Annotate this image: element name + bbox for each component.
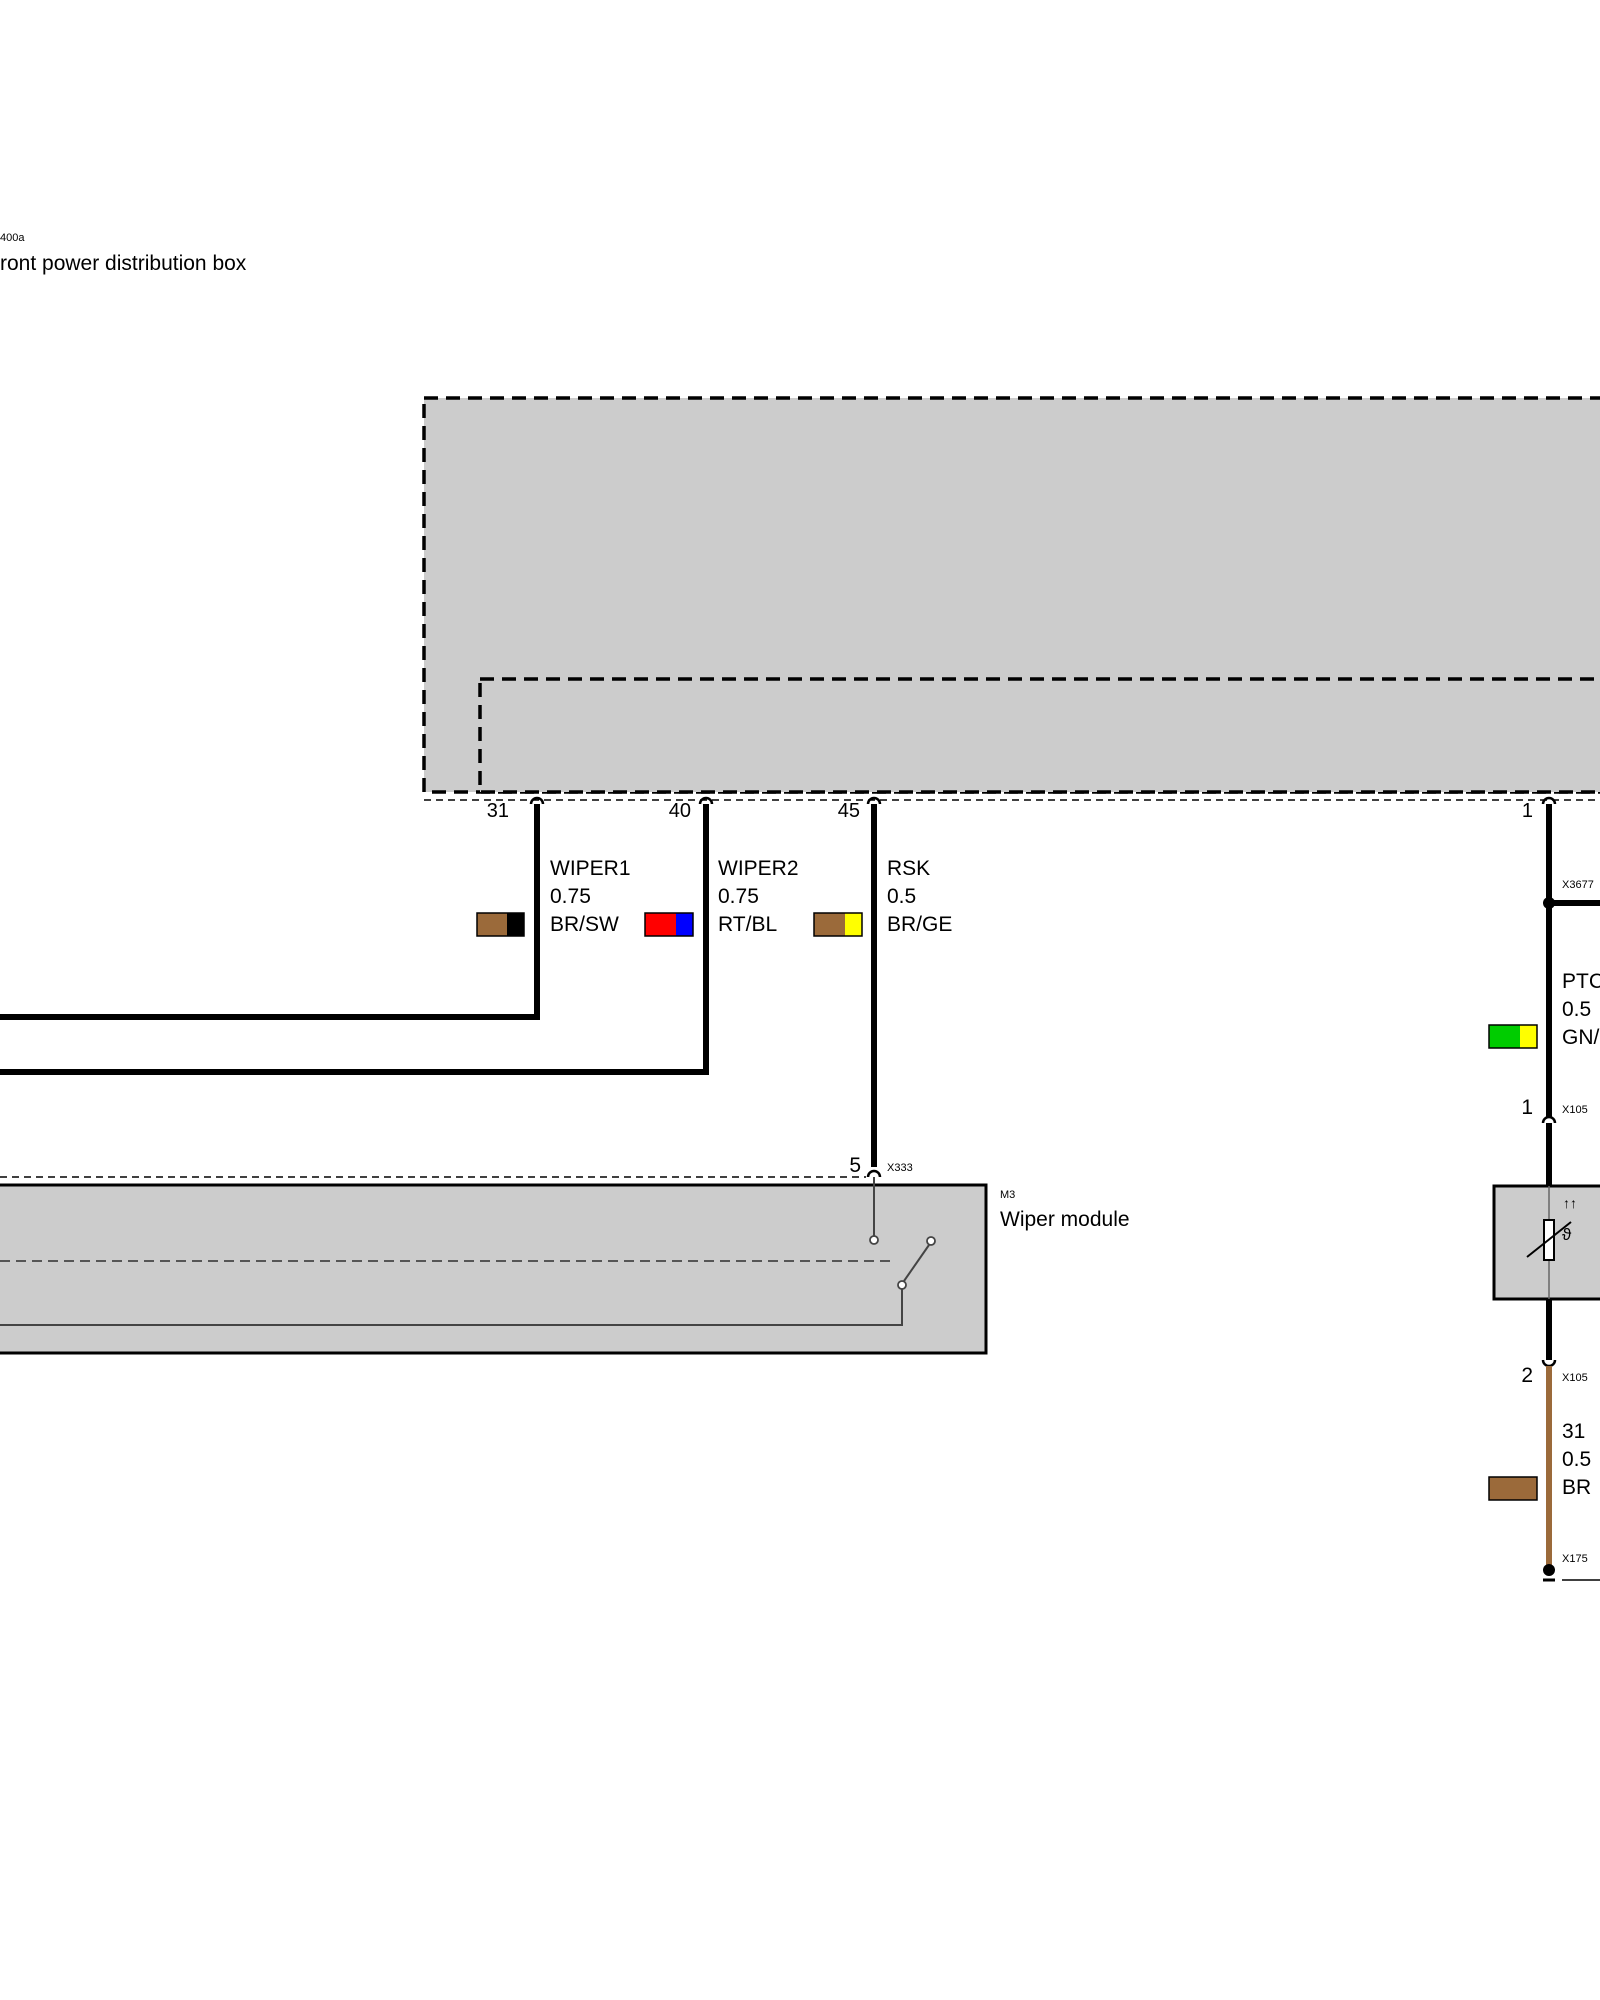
component-id: 400a bbox=[0, 232, 25, 244]
pin-40-label: 40 bbox=[669, 800, 691, 822]
x3677-label: X3677 bbox=[1562, 879, 1594, 891]
wiper2-color-code: RT/BL bbox=[718, 913, 777, 936]
pin-31-label: 31 bbox=[487, 800, 509, 822]
pin-1-label: 1 bbox=[1522, 800, 1533, 822]
x105-bottom-arc bbox=[1541, 1359, 1557, 1368]
ptc-swatch bbox=[1488, 1024, 1538, 1049]
ground-signal: 31 bbox=[1562, 1420, 1585, 1443]
ptc-color-code: GN/ bbox=[1562, 1026, 1600, 1049]
sensor-arrows-icon: ↑↑ bbox=[1563, 1195, 1577, 1211]
wiper1-color-code: BR/SW bbox=[550, 913, 619, 936]
component-name: ront power distribution box bbox=[0, 252, 247, 275]
wiper2-swatch bbox=[644, 912, 694, 937]
wiper-module-name: Wiper module bbox=[1000, 1208, 1130, 1231]
rsk-swatch bbox=[813, 912, 863, 937]
power-distribution-box bbox=[422, 396, 1600, 801]
x175-label: X175 bbox=[1562, 1553, 1588, 1565]
ptc-sensor bbox=[1492, 1184, 1600, 1301]
pin-arcs bbox=[529, 796, 1557, 805]
ptc-gauge: 0.5 bbox=[1562, 998, 1591, 1021]
x105-top-label: X105 bbox=[1562, 1104, 1588, 1116]
wiper-module-id: M3 bbox=[1000, 1189, 1015, 1201]
ground-swatch bbox=[1488, 1476, 1538, 1501]
wiper1-signal: WIPER1 bbox=[550, 857, 631, 880]
wiper2-signal: WIPER2 bbox=[718, 857, 799, 880]
ground-gauge: 0.5 bbox=[1562, 1448, 1591, 1471]
x105-pin1-label: 1 bbox=[1521, 1096, 1533, 1119]
rsk-signal: RSK bbox=[887, 857, 930, 880]
x105-top-arc bbox=[1541, 1115, 1557, 1124]
rsk-color-code: BR/GE bbox=[887, 913, 952, 936]
wire-wiper1 bbox=[0, 804, 540, 1020]
wiper1-gauge: 0.75 bbox=[550, 885, 591, 908]
wiper2-gauge: 0.75 bbox=[718, 885, 759, 908]
x333-pin-label: 5 bbox=[849, 1154, 861, 1177]
wiper-module bbox=[0, 1169, 988, 1355]
wiper1-swatch bbox=[476, 912, 525, 937]
pin-45-label: 45 bbox=[838, 800, 860, 822]
x105-bottom-label: X105 bbox=[1562, 1372, 1588, 1384]
ground-color-code: BR bbox=[1562, 1476, 1591, 1499]
x333-label: X333 bbox=[887, 1162, 913, 1174]
sensor-theta-icon: ϑ bbox=[1562, 1225, 1572, 1244]
ptc-signal: PTC bbox=[1562, 970, 1600, 993]
rsk-gauge: 0.5 bbox=[887, 885, 916, 908]
x105-pin2-label: 2 bbox=[1521, 1364, 1533, 1387]
x175-junction bbox=[1543, 1564, 1555, 1576]
wire-wiper2 bbox=[0, 804, 709, 1075]
